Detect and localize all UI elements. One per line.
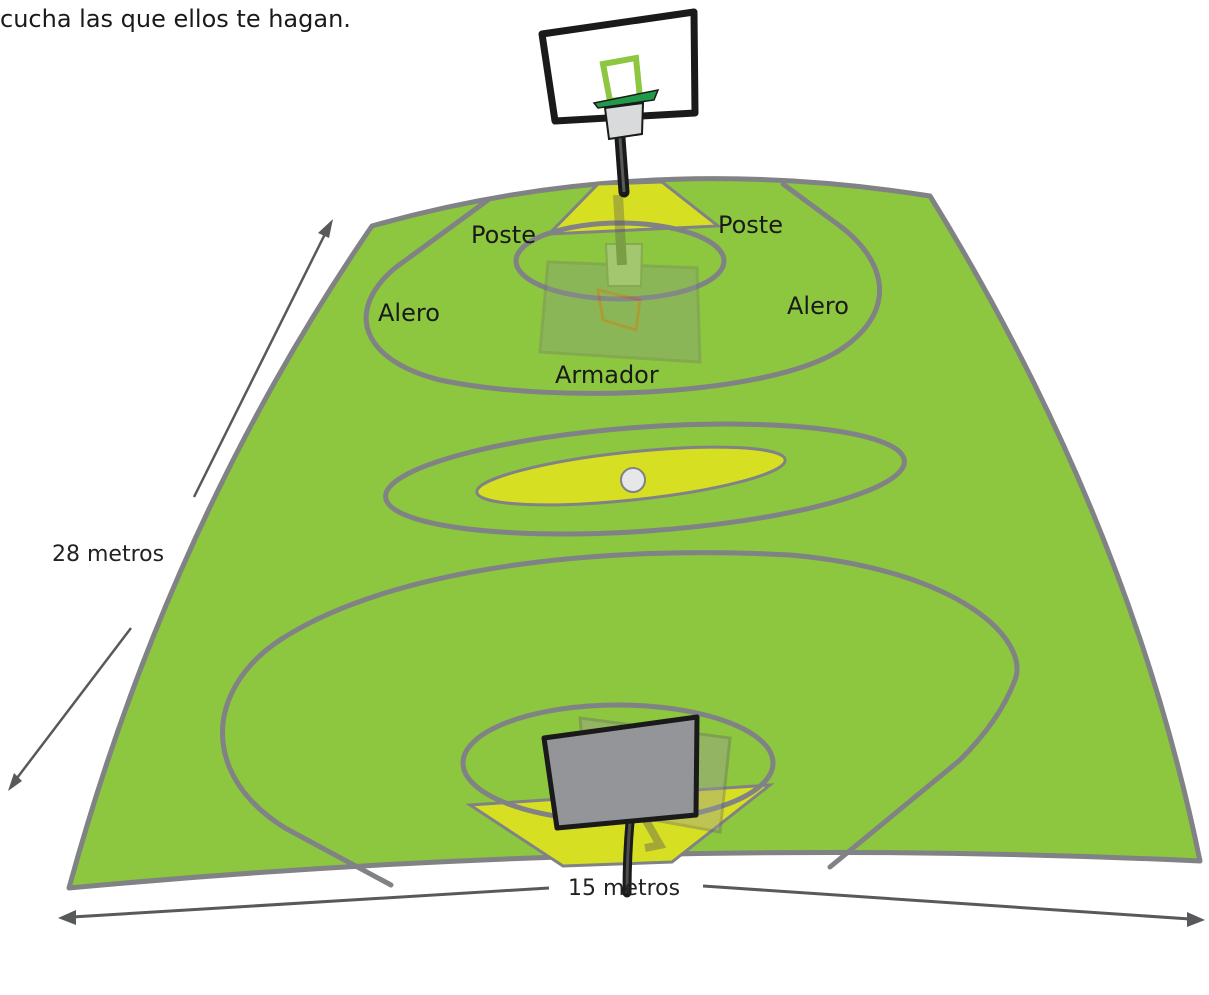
near-three-point-line — [220, 550, 1020, 888]
label-width: 15 metros — [568, 876, 680, 901]
label-poste-left: Poste — [471, 221, 536, 249]
center-outer-circle — [383, 421, 907, 537]
far-backboard-shadow — [538, 194, 702, 364]
label-poste-right: Poste — [718, 211, 783, 239]
far-paint — [545, 180, 723, 236]
label-alero-left: Alero — [378, 299, 440, 327]
basketball — [620, 467, 646, 493]
far-three-point-line — [363, 181, 882, 396]
label-alero-right: Alero — [787, 292, 849, 320]
far-free-throw-circle — [513, 220, 727, 302]
far-basket — [538, 8, 699, 198]
label-armador: Armador — [555, 361, 659, 389]
label-length: 28 metros — [52, 542, 164, 567]
width-arrow — [58, 884, 1205, 927]
intro-text: cucha las que ellos te hagan. — [0, 5, 351, 33]
far-net — [603, 101, 645, 141]
far-rim — [592, 88, 660, 109]
near-backboard — [541, 714, 700, 831]
length-arrow — [8, 219, 333, 791]
